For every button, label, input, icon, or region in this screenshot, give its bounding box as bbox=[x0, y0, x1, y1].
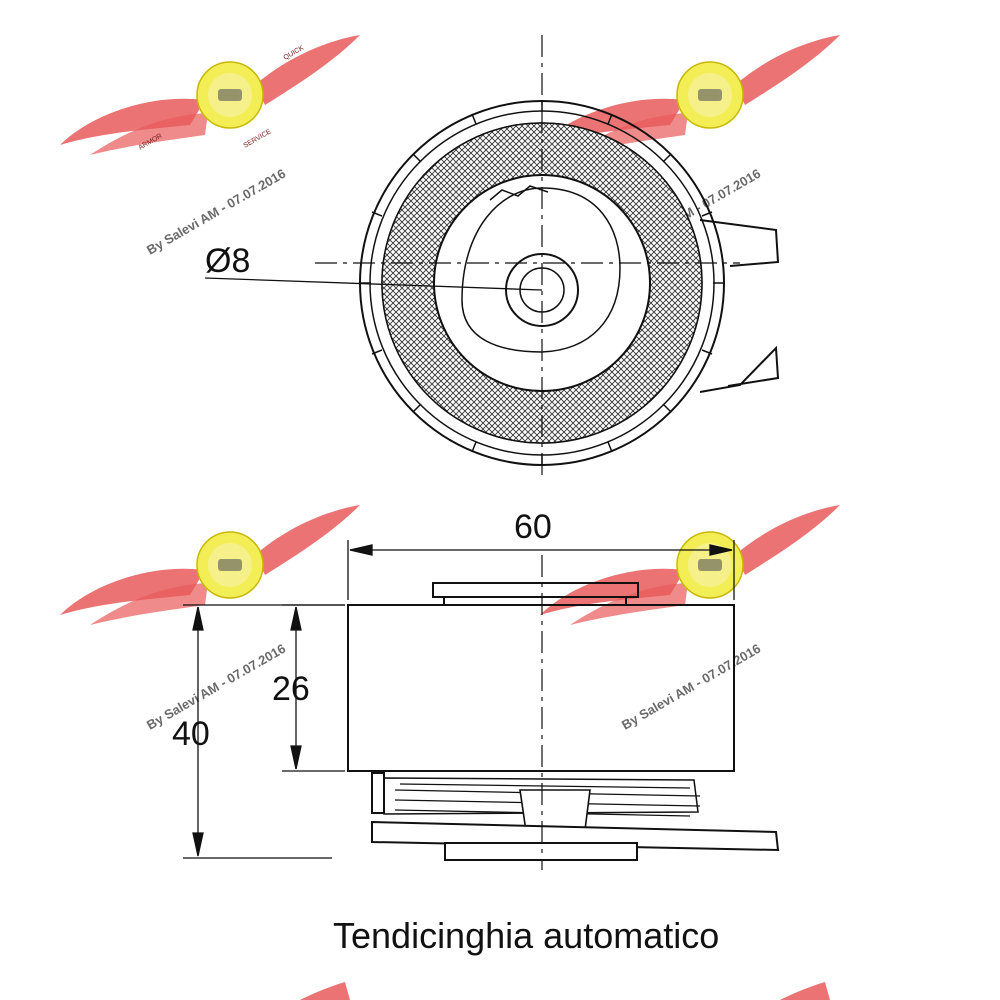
rim-ticks bbox=[360, 101, 724, 465]
pulley-height-label: 26 bbox=[272, 670, 310, 708]
watermark-text: By Salevi AM - 07.07.2016 bbox=[144, 641, 288, 733]
caption: Tendicinghia automatico bbox=[333, 915, 719, 956]
total-height-dimension bbox=[183, 604, 345, 859]
bore-leader bbox=[204, 277, 543, 291]
pulley-body bbox=[347, 604, 735, 772]
spring-housing bbox=[383, 777, 699, 815]
width-dimension bbox=[347, 540, 735, 600]
watermark-mid-left: By Salevi AM - 07.07.2016 bbox=[59, 504, 361, 733]
total-height-label: 40 bbox=[172, 715, 210, 753]
side-view bbox=[347, 555, 780, 870]
watermark-mid-right: By Salevi AM - 07.07.2016 bbox=[539, 504, 841, 733]
lower-lug bbox=[699, 345, 780, 393]
watermark-bottom-edge bbox=[300, 982, 830, 1000]
cam-notch bbox=[489, 185, 549, 201]
base-boss bbox=[444, 842, 638, 861]
eccentric-cam bbox=[461, 187, 621, 353]
watermark-logo-right-text: SERVICE bbox=[243, 128, 273, 150]
upper-lug bbox=[699, 219, 780, 267]
top-centerlines bbox=[315, 35, 740, 478]
width-label: 60 bbox=[514, 508, 552, 546]
top-view bbox=[204, 35, 780, 478]
bore-diameter-label: Ø8 bbox=[205, 242, 250, 280]
spring-housing-left bbox=[371, 772, 385, 814]
watermark-top-left: ARMOR SERVICE QUICK By Salevi AM - 07.07… bbox=[59, 34, 361, 258]
watermark-text: By Salevi AM - 07.07.2016 bbox=[619, 641, 763, 733]
